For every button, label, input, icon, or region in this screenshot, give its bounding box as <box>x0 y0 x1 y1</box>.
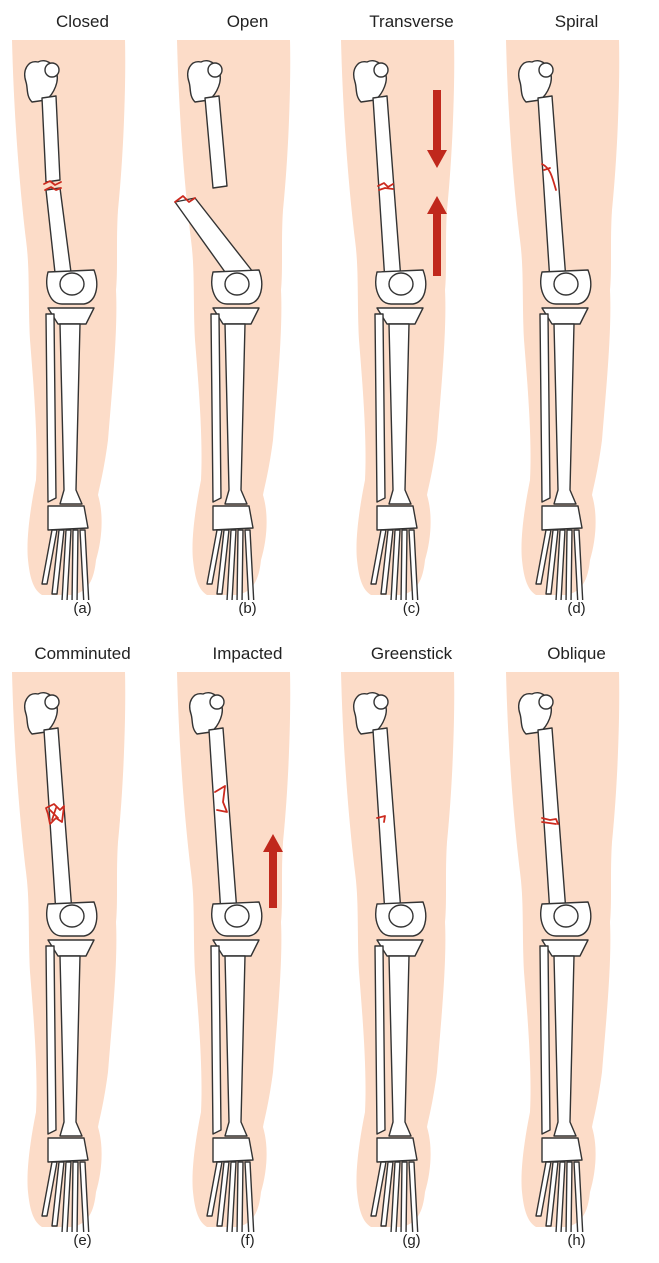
tarsal-bones <box>213 1138 253 1162</box>
patella <box>60 273 84 295</box>
femoral-head-ball <box>374 63 388 77</box>
patella <box>60 905 84 927</box>
toe-bone <box>72 530 78 600</box>
toe-bone <box>401 1162 407 1232</box>
patella <box>225 273 249 295</box>
tarsal-bones <box>48 506 88 530</box>
patella <box>225 905 249 927</box>
panel-oblique: Oblique (h) <box>494 632 659 1262</box>
fibula <box>211 314 221 502</box>
panel-label: (h) <box>494 1232 659 1249</box>
panel-impacted: Impacted (f) <box>165 632 330 1262</box>
leg-diagram <box>0 672 165 1232</box>
fibula <box>540 946 550 1134</box>
toe-bone <box>566 1162 572 1232</box>
femoral-head-ball <box>208 63 222 77</box>
toe-bone <box>237 530 243 600</box>
fibula <box>211 946 221 1134</box>
leg-diagram <box>165 40 330 600</box>
leg-diagram <box>494 40 659 600</box>
panel-spiral: Spiral (d) <box>494 0 659 630</box>
panel-label: (e) <box>0 1232 165 1249</box>
panel-transverse: Transverse (c) <box>329 0 494 630</box>
panel-title: Oblique <box>494 644 659 664</box>
patella <box>389 905 413 927</box>
panel-title: Open <box>165 12 330 32</box>
leg-diagram <box>0 40 165 600</box>
tarsal-bones <box>48 1138 88 1162</box>
patella <box>554 273 578 295</box>
toe-bone <box>72 1162 78 1232</box>
femur-upper-fragment <box>42 96 60 182</box>
femoral-head-ball <box>45 695 59 709</box>
toe-bone <box>401 530 407 600</box>
fibula <box>375 946 385 1134</box>
leg-diagram <box>329 672 494 1232</box>
panel-open: Open (b) <box>165 0 330 630</box>
femoral-head-ball <box>539 63 553 77</box>
tarsal-bones <box>542 1138 582 1162</box>
fibula <box>540 314 550 502</box>
leg-diagram <box>494 672 659 1232</box>
panel-greenstick: Greenstick (g) <box>329 632 494 1262</box>
panel-label: (f) <box>165 1232 330 1249</box>
leg-diagram <box>165 672 330 1232</box>
panel-label: (g) <box>329 1232 494 1249</box>
compression-arrow-down-shaft <box>433 90 441 150</box>
panel-title: Spiral <box>494 12 659 32</box>
tarsal-bones <box>377 1138 417 1162</box>
panel-title: Greenstick <box>329 644 494 664</box>
panel-title: Comminuted <box>0 644 165 664</box>
fibula <box>46 946 56 1134</box>
toe-bone <box>566 530 572 600</box>
femoral-head-ball <box>539 695 553 709</box>
panel-title: Impacted <box>165 644 330 664</box>
panel-label: (c) <box>329 600 494 617</box>
panel-label: (a) <box>0 600 165 617</box>
panel-comminuted: Comminuted (e) <box>0 632 165 1262</box>
tarsal-bones <box>542 506 582 530</box>
fibula <box>46 314 56 502</box>
compression-arrow-up-shaft <box>433 214 441 276</box>
tarsal-bones <box>377 506 417 530</box>
panel-label: (b) <box>165 600 330 617</box>
panel-title: Transverse <box>329 12 494 32</box>
fibula <box>375 314 385 502</box>
impact-arrow-up-shaft <box>269 852 277 908</box>
leg-diagram <box>329 40 494 600</box>
tarsal-bones <box>213 506 253 530</box>
patella <box>554 905 578 927</box>
femoral-head-ball <box>210 695 224 709</box>
panel-label: (d) <box>494 600 659 617</box>
femoral-head-ball <box>45 63 59 77</box>
panel-title: Closed <box>0 12 165 32</box>
panel-closed: Closed (a) <box>0 0 165 630</box>
toe-bone <box>237 1162 243 1232</box>
patella <box>389 273 413 295</box>
femoral-head-ball <box>374 695 388 709</box>
